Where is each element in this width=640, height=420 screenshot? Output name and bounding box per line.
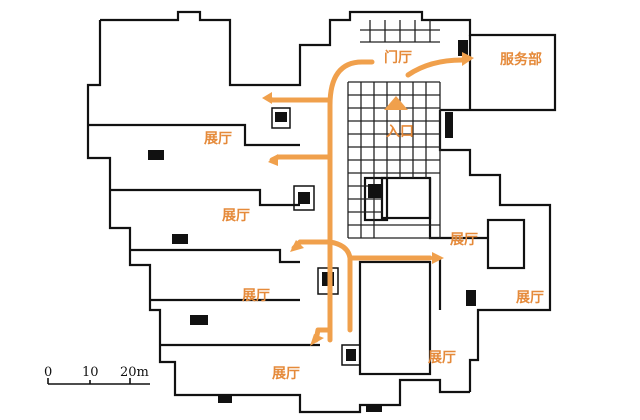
label-fuwubu: 服务部	[500, 51, 542, 68]
label-hall-e-lower: 展厅	[516, 290, 544, 306]
scale-tick-20: 20m	[120, 365, 149, 380]
label-menting: 门厅	[384, 49, 412, 66]
route-arrowheads	[262, 52, 474, 346]
label-hall-w-mid: 展厅	[242, 288, 270, 304]
entrance-marker	[384, 96, 408, 110]
label-hall-e-upper: 展厅	[450, 232, 478, 248]
label-hall-nw: 展厅	[204, 131, 232, 147]
label-hall-w-upper: 展厅	[222, 208, 250, 224]
building-walls	[86, 10, 557, 414]
scale-tick-0: 0	[44, 365, 52, 380]
label-rukou: 入口	[386, 124, 414, 140]
label-hall-se: 展厅	[428, 350, 456, 366]
label-hall-s: 展厅	[272, 366, 300, 382]
stair-cores	[148, 40, 476, 412]
atrium-grid	[347, 20, 441, 239]
scale-tick-10: 10	[82, 365, 99, 380]
scale-bar: 0 10 20m	[44, 365, 150, 385]
